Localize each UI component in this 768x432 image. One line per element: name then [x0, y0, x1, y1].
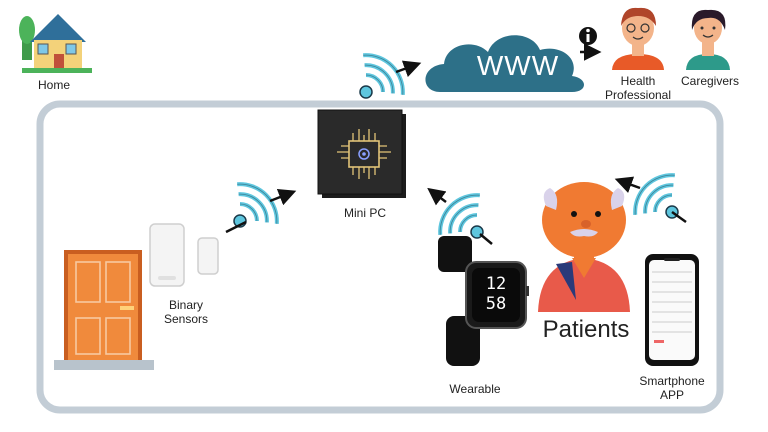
- label-health-professional: Health Professional: [598, 74, 678, 102]
- signal-icon: [427, 186, 501, 256]
- chip-icon: [317, 109, 406, 198]
- label-smartphone-line2: APP: [659, 388, 684, 402]
- label-smartphone-line1: Smartphone: [639, 374, 705, 388]
- phone-icon: [645, 254, 699, 366]
- house-icon: [19, 14, 92, 73]
- signal-icon: [614, 166, 696, 236]
- watch-icon: [438, 236, 529, 366]
- label-home: Home: [37, 78, 70, 92]
- label-wearable: Wearable: [449, 382, 501, 396]
- label-patients: Patients: [542, 316, 630, 343]
- signal-icon: [216, 175, 297, 245]
- door-icon: [54, 250, 154, 370]
- label-health-line2: Professional: [604, 88, 672, 102]
- sensor-icon: [149, 223, 219, 287]
- watch-hours: 12: [485, 274, 507, 294]
- cloud-icon: [425, 35, 584, 92]
- patient-icon: [538, 182, 630, 312]
- health-professional-icon: [612, 7, 664, 70]
- label-caregivers: Caregivers: [680, 74, 740, 88]
- caregiver-icon: [686, 9, 730, 70]
- cloud-text: WWW: [476, 50, 560, 81]
- label-binary-line2: Sensors: [163, 312, 209, 326]
- label-health-line1: Health: [620, 74, 656, 88]
- watch-minutes: 58: [485, 294, 507, 314]
- signal-icon: [342, 46, 422, 116]
- home-frame: [36, 100, 724, 414]
- label-smartphone-app: Smartphone APP: [632, 374, 712, 402]
- label-binary-sensors: Binary Sensors: [146, 298, 226, 326]
- label-mini-pc: Mini PC: [343, 206, 386, 220]
- label-binary-line1: Binary: [168, 298, 203, 312]
- info-icon: [579, 27, 597, 45]
